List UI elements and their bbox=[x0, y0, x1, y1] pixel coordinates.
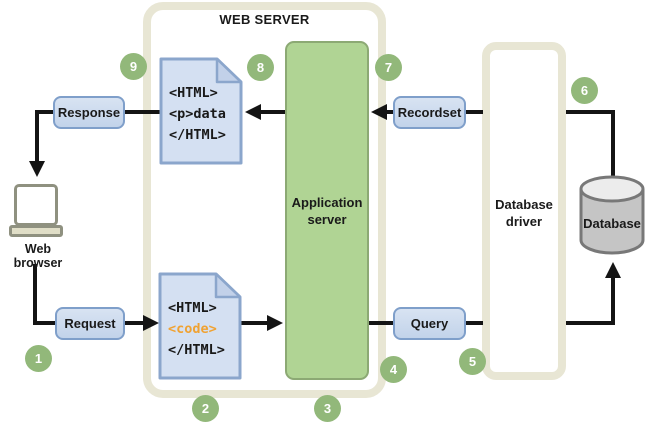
database-icon bbox=[579, 175, 645, 255]
application-server-line1: Application bbox=[291, 194, 363, 210]
step-badge-5: 5 bbox=[459, 348, 486, 375]
step-badge-7: 7 bbox=[375, 54, 402, 81]
step-badge-3: 3 bbox=[314, 395, 341, 422]
database-driver-line1: Database bbox=[495, 197, 553, 212]
arrowhead-left-to-app bbox=[371, 104, 387, 120]
arrowhead-left-to-doc-top bbox=[245, 104, 261, 120]
database-driver-line2: driver bbox=[505, 214, 543, 229]
arrowhead-up-to-database bbox=[605, 262, 621, 278]
request-box: Request bbox=[55, 307, 125, 340]
document-bottom-code: <HTML> <code> </HTML> bbox=[168, 298, 225, 361]
doc-top-line2: <p>data bbox=[169, 106, 226, 122]
arrowhead-right-to-app bbox=[267, 315, 283, 331]
doc-top-line3: </HTML> bbox=[169, 127, 226, 143]
html-document-top: <HTML> <p>data </HTML> bbox=[159, 57, 243, 165]
doc-bottom-line2: <code> bbox=[168, 321, 217, 337]
line-response-to-browser bbox=[35, 110, 53, 162]
step-badge-9: 9 bbox=[120, 53, 147, 80]
doc-bottom-line1: <HTML> bbox=[168, 300, 217, 316]
application-server-line2: server bbox=[307, 211, 347, 227]
document-fold bbox=[215, 57, 243, 84]
web-browser-label: Web browser bbox=[13, 242, 63, 270]
document-fold bbox=[214, 272, 242, 299]
arrowhead-down-to-browser bbox=[29, 161, 45, 177]
line-driver-to-database bbox=[566, 277, 615, 325]
line-browser-to-request bbox=[33, 264, 55, 325]
line-database-to-driver bbox=[566, 110, 615, 176]
step-badge-4: 4 bbox=[380, 356, 407, 383]
web-server-title: WEB SERVER bbox=[219, 12, 310, 27]
document-icon bbox=[159, 57, 243, 165]
step-badge-8: 8 bbox=[247, 54, 274, 81]
web-server-container bbox=[143, 2, 386, 398]
step-badge-6: 6 bbox=[571, 77, 598, 104]
application-server-box: Application server bbox=[285, 41, 369, 380]
document-icon bbox=[158, 272, 242, 380]
doc-top-line1: <HTML> bbox=[169, 85, 218, 101]
arrowhead-right-to-doc-bottom bbox=[143, 315, 159, 331]
doc-bottom-line3: </HTML> bbox=[168, 342, 225, 358]
database-driver-box bbox=[482, 42, 566, 380]
query-box: Query bbox=[393, 307, 466, 340]
document-top-code: <HTML> <p>data </HTML> bbox=[169, 83, 226, 146]
step-badge-2: 2 bbox=[192, 395, 219, 422]
laptop-base-icon bbox=[9, 225, 63, 237]
database-label: Database bbox=[583, 216, 641, 231]
response-box: Response bbox=[53, 96, 125, 129]
step-badge-1: 1 bbox=[25, 345, 52, 372]
database-driver-label: Database driver bbox=[482, 196, 566, 230]
html-document-bottom: <HTML> <code> </HTML> bbox=[158, 272, 242, 380]
laptop-icon bbox=[14, 184, 58, 226]
recordset-box: Recordset bbox=[393, 96, 466, 129]
